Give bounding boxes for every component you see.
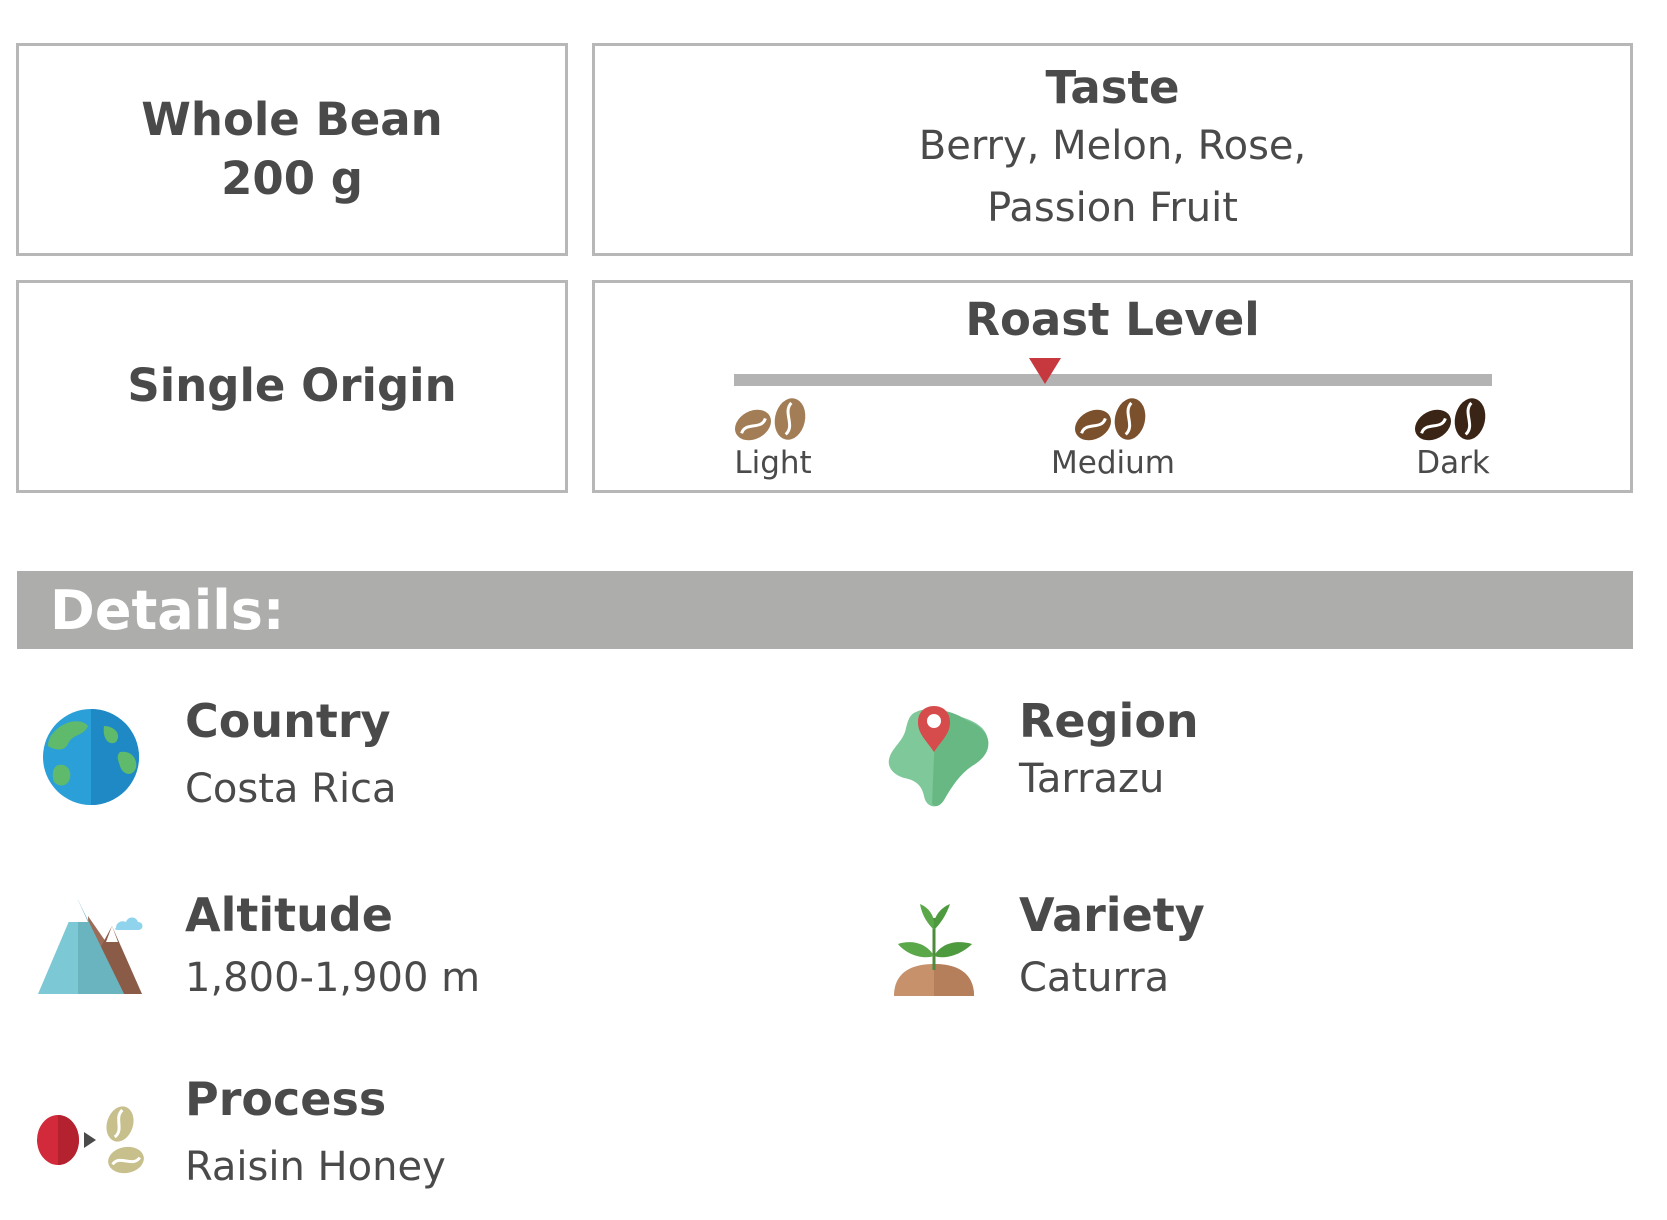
detail-value-variety: Caturra xyxy=(1019,955,1170,1001)
roast-label-dark: Dark xyxy=(1416,445,1490,481)
roast-level-marker xyxy=(1028,358,1061,384)
dark-roast-beans-icon xyxy=(1414,398,1486,441)
details-title: Details: xyxy=(50,579,285,642)
bean-weight-text: 200 g xyxy=(221,151,363,205)
origin-label: Single Origin xyxy=(127,359,457,413)
detail-value-region: Tarrazu xyxy=(1019,756,1165,802)
detail-label-process: Process xyxy=(185,1072,387,1126)
cherry-to-bean-icon xyxy=(37,1106,144,1174)
taste-notes-line1: Berry, Melon, Rose, xyxy=(918,122,1307,169)
sprout-icon xyxy=(894,904,974,996)
detail-value-altitude: 1,800-1,900 m xyxy=(185,955,481,1001)
mountain-icon xyxy=(38,900,143,994)
detail-value-country: Costa Rica xyxy=(185,766,397,812)
detail-label-country: Country xyxy=(185,694,391,748)
medium-roast-beans-icon xyxy=(1074,398,1146,441)
details-header: Details: xyxy=(17,571,1633,649)
origin-card: Single Origin xyxy=(16,280,568,493)
detail-value-process: Raisin Honey xyxy=(185,1144,446,1190)
detail-label-variety: Variety xyxy=(1019,888,1205,942)
roast-label-medium: Medium xyxy=(1051,445,1175,481)
roast-level-title: Roast Level xyxy=(965,293,1260,346)
globe-icon xyxy=(43,709,139,805)
detail-label-altitude: Altitude xyxy=(185,888,393,942)
roast-level-track xyxy=(734,374,1492,386)
bean-format-card: Whole Bean 200 g xyxy=(16,43,568,256)
roast-label-light: Light xyxy=(734,445,812,481)
light-roast-beans-icon xyxy=(734,398,806,441)
roast-level-card: Roast Level Light Medium Dark xyxy=(592,280,1633,493)
map-pin-icon xyxy=(888,706,989,807)
taste-notes-line2: Passion Fruit xyxy=(987,184,1238,231)
detail-label-region: Region xyxy=(1019,694,1199,748)
taste-title: Taste xyxy=(1045,60,1180,114)
taste-card: Taste Berry, Melon, Rose, Passion Fruit xyxy=(592,43,1633,256)
bean-format-text: Whole Bean xyxy=(141,93,443,146)
